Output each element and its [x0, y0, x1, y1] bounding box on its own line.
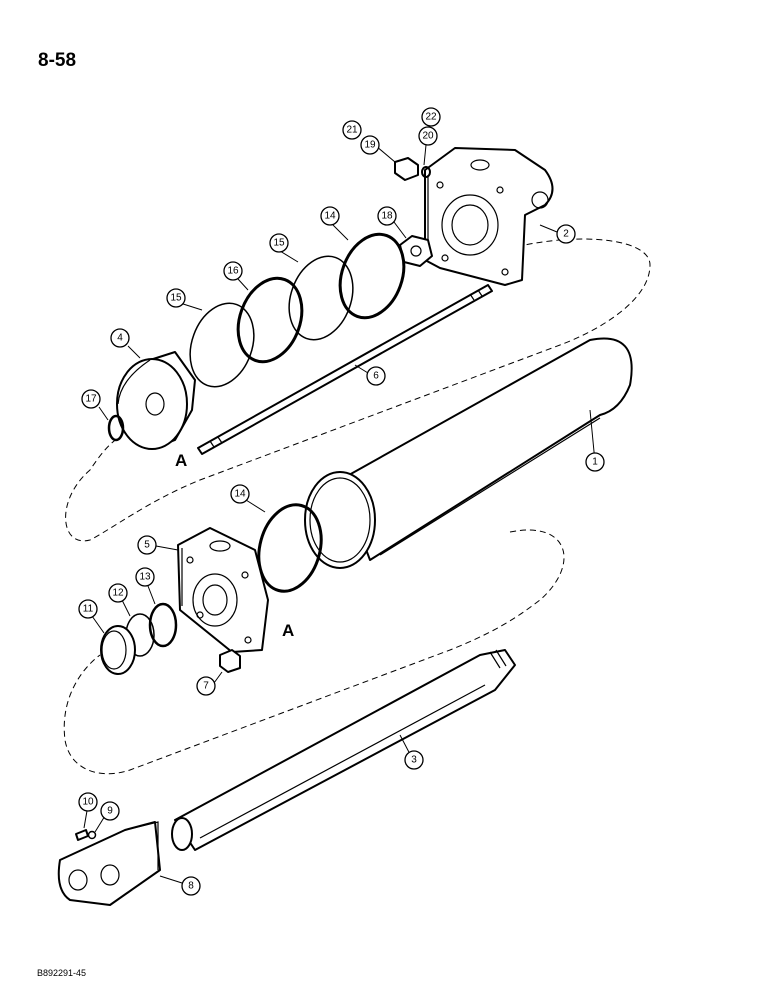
svg-text:15: 15	[273, 238, 285, 249]
part-14-o-ring-lower	[257, 503, 323, 593]
part-15-backup-ring-upper-right	[288, 255, 354, 341]
part-6-tie-rod	[197, 284, 493, 455]
part-2-cylinder-head	[424, 147, 554, 286]
svg-text:6: 6	[373, 371, 379, 382]
svg-text:19: 19	[364, 140, 376, 151]
part-11-wiper	[100, 625, 136, 675]
callout-5: 5	[137, 535, 157, 555]
svg-text:7: 7	[203, 681, 209, 692]
callout-20: 20	[418, 126, 438, 146]
svg-text:10: 10	[82, 797, 94, 808]
callout-1: 1	[585, 452, 605, 472]
part-14-o-ring-upper	[338, 232, 406, 320]
callout-14-lower: 14	[230, 484, 250, 504]
part-16-o-ring	[236, 276, 304, 364]
svg-text:5: 5	[144, 540, 150, 551]
part-5-rod-end-head	[177, 527, 269, 653]
svg-text:9: 9	[107, 806, 113, 817]
callout-16: 16	[223, 261, 243, 281]
svg-text:14: 14	[234, 489, 246, 500]
callout-18: 18	[377, 206, 397, 226]
dashed-group-upper	[65, 238, 651, 542]
part-7-fitting	[219, 649, 241, 673]
part-17-ring	[107, 414, 125, 442]
svg-text:21: 21	[346, 125, 358, 136]
part-8-clevis	[57, 821, 161, 906]
callout-15-upper-right: 15	[269, 233, 289, 253]
part-9-fitting	[87, 830, 97, 840]
svg-text:8: 8	[188, 881, 194, 892]
svg-text:20: 20	[422, 131, 434, 142]
callout-13: 13	[135, 567, 155, 587]
dashed-group-lower	[63, 529, 565, 775]
svg-text:17: 17	[85, 394, 97, 405]
callout-17: 17	[81, 389, 101, 409]
figure-code: B892291-45	[37, 968, 87, 978]
callout-19: 19	[360, 135, 380, 155]
svg-text:1: 1	[592, 457, 598, 468]
callout-21: 21	[342, 120, 362, 140]
callout-4: 4	[110, 328, 130, 348]
svg-text:15: 15	[170, 293, 182, 304]
part-1-barrel	[304, 337, 633, 569]
svg-text:12: 12	[112, 588, 124, 599]
svg-text:11: 11	[83, 604, 94, 615]
page-number: 8-58	[38, 50, 77, 71]
svg-text:3: 3	[411, 755, 417, 766]
part-15-backup-ring-upper-left	[189, 302, 255, 388]
callout-2: 2	[556, 224, 576, 244]
svg-text:2: 2	[563, 229, 569, 240]
svg-text:22: 22	[425, 112, 437, 123]
part-13-seal	[148, 602, 178, 648]
callout-9: 9	[100, 801, 120, 821]
svg-text:4: 4	[117, 333, 123, 344]
callout-6: 6	[366, 366, 386, 386]
part-10-set-screw	[75, 829, 89, 841]
callout-8: 8	[181, 876, 201, 896]
reference-letter-a-upper: A	[175, 451, 187, 470]
part-3-piston-rod	[171, 649, 516, 851]
callout-14-upper: 14	[320, 206, 340, 226]
svg-text:16: 16	[227, 266, 239, 277]
reference-letter-a-lower: A	[282, 621, 294, 640]
callout-12: 12	[108, 583, 128, 603]
part-19-fitting	[394, 157, 419, 181]
leader-lines	[83, 125, 596, 884]
callout-3: 3	[404, 750, 424, 770]
callout-7: 7	[196, 676, 216, 696]
callout-11: 11	[78, 599, 98, 619]
svg-text:14: 14	[324, 211, 336, 222]
callout-22: 22	[421, 107, 441, 127]
callout-15-upper-left: 15	[166, 288, 186, 308]
part-4-piston	[116, 351, 196, 450]
svg-text:18: 18	[381, 211, 393, 222]
svg-text:13: 13	[139, 572, 151, 583]
part-20-o-ring	[421, 166, 431, 178]
callout-10: 10	[78, 792, 98, 812]
